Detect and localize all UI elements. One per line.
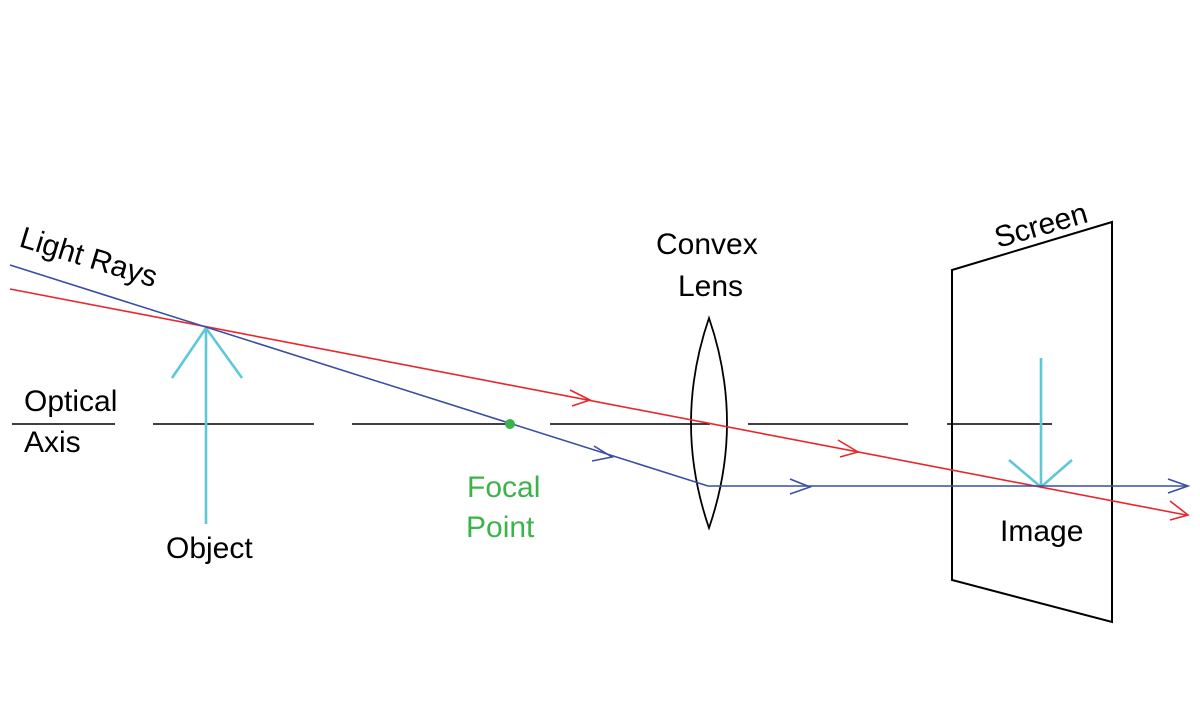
screen-plane <box>951 220 1113 624</box>
object-label: Object <box>166 532 253 565</box>
lens-label-line2: Lens <box>678 270 743 303</box>
image-arrow <box>1008 358 1073 489</box>
convex-lens <box>690 315 728 531</box>
lens-label-line1: Convex <box>656 228 758 261</box>
blue-light-ray <box>9 264 1191 495</box>
focal-point-label-line2: Point <box>466 511 535 544</box>
focal-point-dot <box>505 419 515 429</box>
object-arrow <box>170 325 244 524</box>
focal-point-label-line1: Focal <box>467 471 540 504</box>
image-label: Image <box>1000 515 1083 548</box>
optical-axis-label-line1: Optical <box>24 385 117 418</box>
optical-axis-label-line2: Axis <box>24 426 81 459</box>
screen-label: Screen <box>991 197 1091 255</box>
light-rays-label: Light Rays <box>16 221 161 294</box>
